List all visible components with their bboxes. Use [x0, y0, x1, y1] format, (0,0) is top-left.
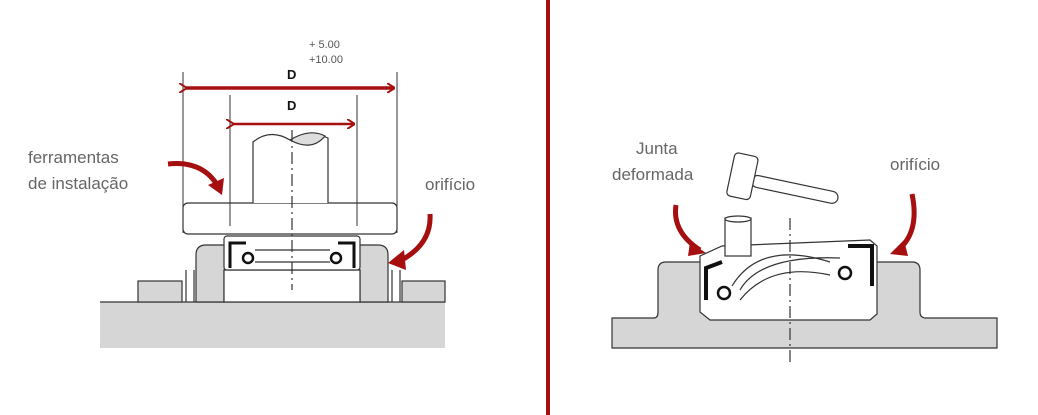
- panel-divider: [546, 0, 550, 415]
- inner-dimension-label: D: [287, 98, 297, 113]
- tool-label-line1: ferramentas: [28, 148, 119, 167]
- deformed-seal: [699, 239, 878, 321]
- hammer-icon: [726, 152, 839, 204]
- left-plate-right: [401, 280, 446, 303]
- right-bore-pointer-arrow: [896, 193, 917, 252]
- seal-label-line1: Junta: [636, 139, 678, 158]
- seal-pointer-arrow: [673, 204, 702, 253]
- shaft: [252, 133, 329, 203]
- tolerance-upper: + 5.00: [309, 39, 340, 51]
- outer-dimension-label: D: [287, 67, 297, 82]
- left-bore-label: orifício: [425, 175, 476, 194]
- right-bore-label: orifício: [890, 155, 941, 174]
- tool-label-line2: de instalação: [28, 174, 129, 193]
- installation-tool-plate: [182, 202, 398, 235]
- left-correct-installation: [100, 72, 446, 348]
- right-incorrect-installation: [611, 152, 998, 362]
- left-base-housing: [100, 302, 445, 348]
- drift-punch: [724, 217, 752, 257]
- tolerance-lower: +10.00: [309, 54, 343, 66]
- seal-label-line2: deformada: [612, 165, 694, 184]
- left-plate-left: [137, 280, 183, 303]
